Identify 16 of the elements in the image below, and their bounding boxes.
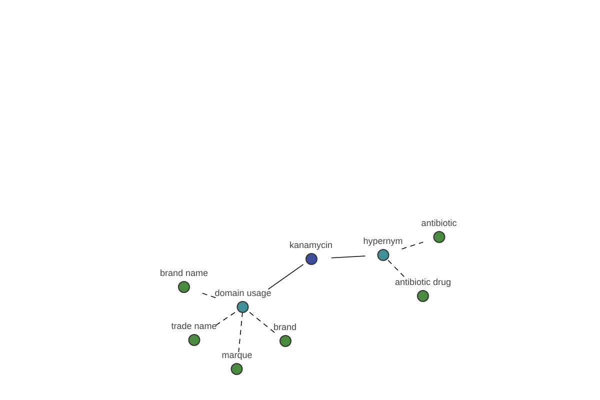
node-label: antibiotic drug [394,277,452,288]
connector-line [238,312,243,352]
node-label: hypernym [363,236,403,247]
connector-line [249,312,276,334]
connector-line [214,312,236,326]
connector-line [268,264,304,290]
connector-line [388,260,406,279]
node-label: antibiotic [421,218,457,229]
connector-line [401,242,424,250]
node-label: kanamycin [289,240,333,251]
node-label: brand name [160,268,208,279]
connector-line [331,256,366,258]
node-label: marque [222,350,252,361]
node-label: trade name [171,321,217,332]
node-label: brand [273,322,297,333]
node-label: domain usage [214,288,272,299]
